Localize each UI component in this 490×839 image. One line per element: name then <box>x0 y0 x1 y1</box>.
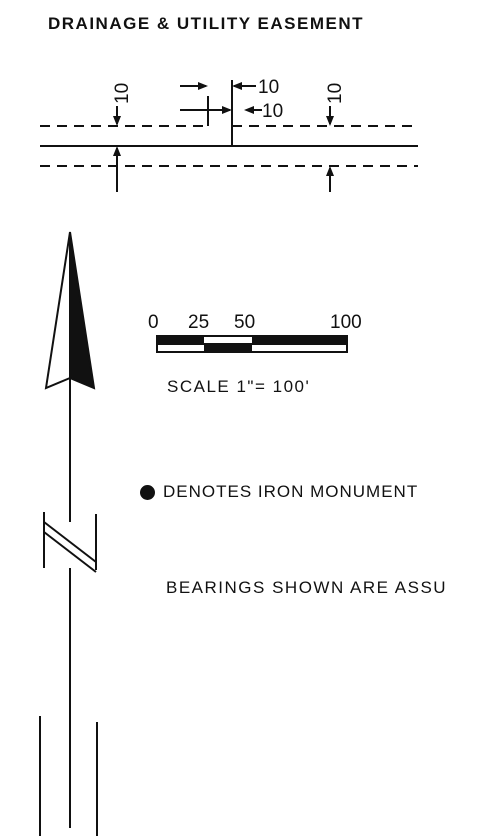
scale-tick-25: 25 <box>188 312 209 333</box>
scale-tick-100: 100 <box>330 312 362 333</box>
bearings-note: BEARINGS SHOWN ARE ASSU <box>166 578 448 597</box>
dimension-arrows <box>113 82 334 176</box>
north-arrow-icon <box>39 231 98 836</box>
easement-detail <box>40 80 418 192</box>
dim-label-center-top: 10 <box>258 77 279 98</box>
scale-label: SCALE 1"= 100' <box>167 377 311 396</box>
filled-circle-icon <box>140 484 155 500</box>
legend-monument-text: DENOTES IRON MONUMENT <box>163 482 419 501</box>
dim-label-right: 10 <box>325 83 346 104</box>
dim-label-center-bottom: 10 <box>262 101 283 122</box>
dim-label-left: 10 <box>112 83 133 104</box>
scale-tick-50: 50 <box>234 312 255 333</box>
scale-tick-0: 0 <box>148 312 159 333</box>
legend-iron-monument: DENOTES IRON MONUMENT <box>140 482 418 502</box>
scale-bar <box>156 335 348 353</box>
diagram-title: DRAINAGE & UTILITY EASEMENT <box>48 14 364 33</box>
